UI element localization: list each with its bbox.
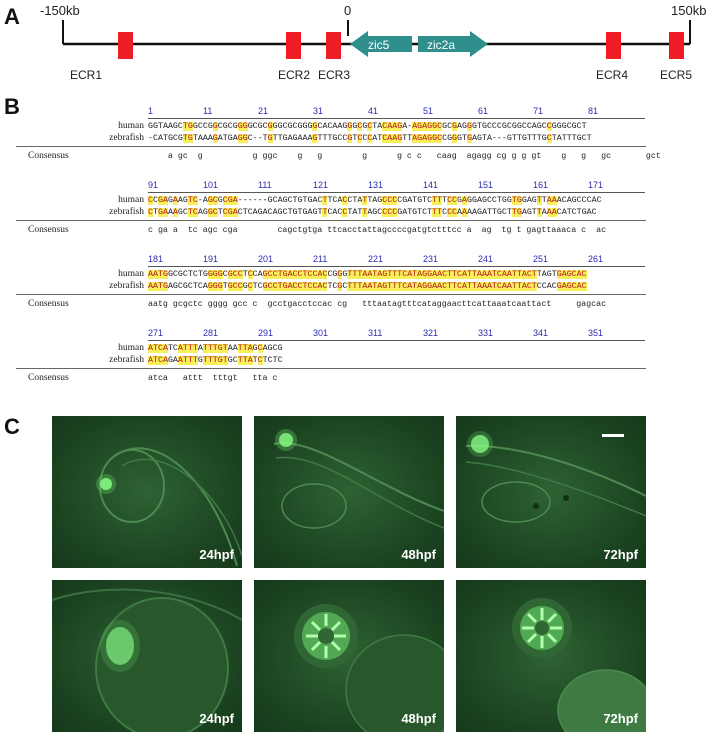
coord-right: 150kb	[671, 3, 706, 18]
ecr-label-1: ECR1	[70, 68, 102, 82]
image-whole-48hpf: 48hpf	[254, 416, 444, 568]
alignment-block-3: 181 191 201 211 221 231 241 251 261 huma…	[0, 254, 713, 316]
human-sequence: CCGAGAAGTC-AGCGCGA------GCAGCTGTGACTTCAC…	[148, 196, 602, 205]
panel-b-sequence-alignment: B 1 11 21 31 41 51 61 71 81 human GGTAAG…	[0, 92, 713, 412]
row-label-consensus: Consensus	[28, 299, 69, 309]
alignment-block-4: 271 281 291 301 311 321 331 341 351 huma…	[0, 328, 713, 390]
consensus-sequence: a gc g g ggc g g g g c c caag agagg cg g…	[148, 152, 661, 161]
zebrafish-sequence: ATCAGAATTTGTTTGTGCTTATCTCTC	[148, 356, 283, 365]
stage-label: 48hpf	[401, 547, 436, 562]
stage-label: 24hpf	[199, 547, 234, 562]
image-whole-72hpf: 72hpf	[456, 416, 646, 568]
zebrafish-sequence: AATGAGCGCTCAGGGTGCCGCTCGCCTGACCTCCACTCGC…	[148, 282, 587, 291]
zebrafish-sequence: CTGAAAGCTCAGGCTCGACTCAGACAGCTGTGAGTTCACC…	[148, 208, 597, 217]
row-label-zebrafish: zebrafish	[109, 133, 144, 143]
zebrafish-sequence: -CATGCGTGTAAAGATGAGGC--TGTTGAGAAAGTTTGCC…	[148, 134, 592, 143]
image-head-48hpf: 48hpf	[254, 580, 444, 732]
gene-label-zic2a: zic2a	[427, 38, 455, 52]
ecr-box-2	[286, 32, 301, 59]
locus-map-diagram: -150kb 0 150kb zic5 zic2a ECR1 ECR2 ECR3…	[40, 3, 706, 82]
human-sequence: GGTAAGCTGGCCGGCGCGGGGCGCGGGCGCGGGGCACAAG…	[148, 122, 587, 131]
ecr-label-3: ECR3	[318, 68, 350, 82]
zic2a-arrow	[418, 31, 488, 57]
stage-label: 72hpf	[603, 547, 638, 562]
panel-letter-a: A	[4, 4, 20, 29]
panel-a-locus-map: A -150kb 0 150kb zic5 zic2a ECR1 ECR2 EC…	[0, 0, 713, 92]
panel-letter-c: C	[4, 414, 20, 439]
ecr-box-3	[326, 32, 341, 59]
row-label-zebrafish: zebrafish	[109, 281, 144, 291]
human-sequence: ATCATCATTTATTTGTAATTAGCAGCG	[148, 344, 283, 353]
image-head-24hpf: 24hpf	[52, 580, 242, 732]
image-head-72hpf: 72hpf	[456, 580, 646, 732]
row-label-human: human	[118, 121, 144, 131]
gene-label-zic5: zic5	[368, 38, 390, 52]
stage-label: 72hpf	[603, 711, 638, 726]
zic5-arrow	[350, 31, 412, 57]
stage-label: 24hpf	[199, 711, 234, 726]
ecr-label-4: ECR4	[596, 68, 628, 82]
row-label-consensus: Consensus	[28, 225, 69, 235]
human-sequence: AATGGCGCTCTGGGGCGCCTCCAGCCTGACCTCCACCGGG…	[148, 270, 587, 279]
row-label-consensus: Consensus	[28, 373, 69, 383]
consensus-sequence: aatg gcgctc gggg gcc c gcctgacctccac cg …	[148, 300, 607, 309]
image-whole-24hpf: 24hpf	[52, 416, 242, 568]
ecr-box-5	[669, 32, 684, 59]
row-label-consensus: Consensus	[28, 151, 69, 161]
consensus-sequence: c ga a tc agc cga cagctgtga ttcacctattag…	[148, 226, 607, 235]
row-label-human: human	[118, 343, 144, 353]
row-label-zebrafish: zebrafish	[109, 207, 144, 217]
coord-left: -150kb	[40, 3, 80, 18]
coord-center: 0	[344, 3, 351, 18]
ecr-box-1	[118, 32, 133, 59]
ecr-box-4	[606, 32, 621, 59]
row-label-human: human	[118, 269, 144, 279]
ecr-label-5: ECR5	[660, 68, 692, 82]
panel-letter-b: B	[4, 94, 20, 119]
scale-bar	[602, 434, 624, 437]
alignment-block-1: 1 11 21 31 41 51 61 71 81 human GGTAAGCT…	[0, 106, 713, 168]
panel-c-fluorescence-images: C 24hpf 48hpf	[0, 412, 713, 739]
ecr-label-2: ECR2	[278, 68, 310, 82]
row-label-zebrafish: zebrafish	[109, 355, 144, 365]
row-label-human: human	[118, 195, 144, 205]
alignment-block-2: 91 101 111 121 131 141 151 161 171 human…	[0, 180, 713, 242]
consensus-sequence: atca attt tttgt tta c	[148, 374, 278, 383]
stage-label: 48hpf	[401, 711, 436, 726]
